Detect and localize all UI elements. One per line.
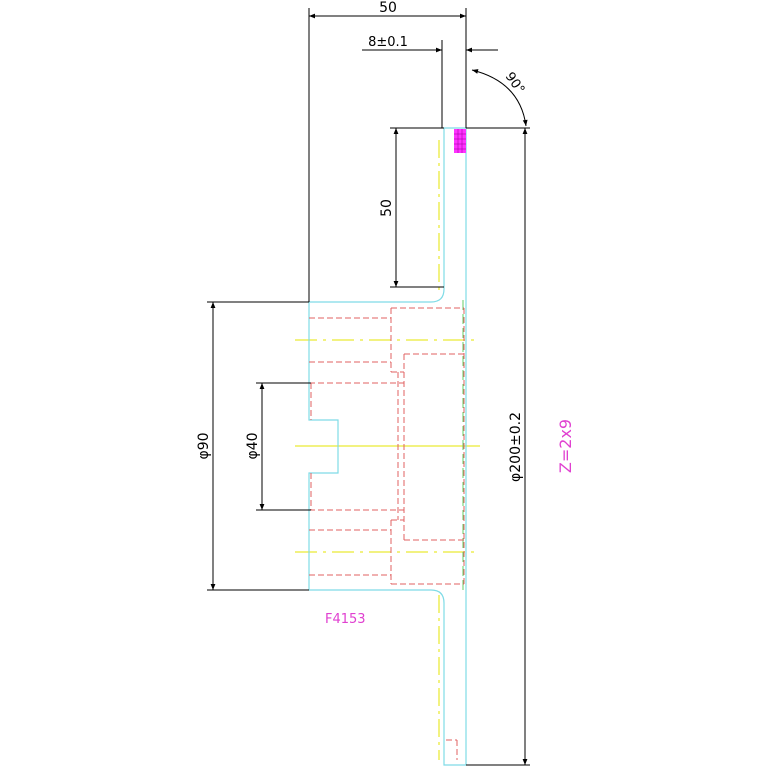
dim-angle-label: 90° bbox=[502, 70, 528, 97]
tooth-hatch bbox=[454, 129, 466, 153]
part-outline bbox=[308, 127, 467, 766]
dim-angle bbox=[466, 69, 530, 129]
part-code-label: F4153 bbox=[325, 612, 366, 627]
dim-bore-90 bbox=[207, 301, 309, 591]
center-lines bbox=[295, 140, 480, 760]
dim-hub-height-label: 50 bbox=[379, 199, 395, 217]
dim-outer-diameter-label: φ200±0.2 bbox=[508, 412, 524, 482]
gear-spec-label: Z=2x9 bbox=[556, 419, 575, 473]
dim-top-width-label: 50 bbox=[379, 0, 397, 16]
dim-thickness-label: 8±0.1 bbox=[368, 35, 408, 50]
dim-hub-height bbox=[390, 127, 444, 288]
hidden-lines bbox=[309, 307, 465, 760]
dim-outer-diameter bbox=[466, 128, 530, 766]
dim-bore-90-label: φ90 bbox=[196, 432, 212, 459]
dim-bore-40 bbox=[256, 382, 311, 511]
dim-top-width bbox=[308, 8, 467, 302]
dim-thickness bbox=[362, 40, 498, 128]
dim-bore-40-label: φ40 bbox=[245, 432, 261, 459]
